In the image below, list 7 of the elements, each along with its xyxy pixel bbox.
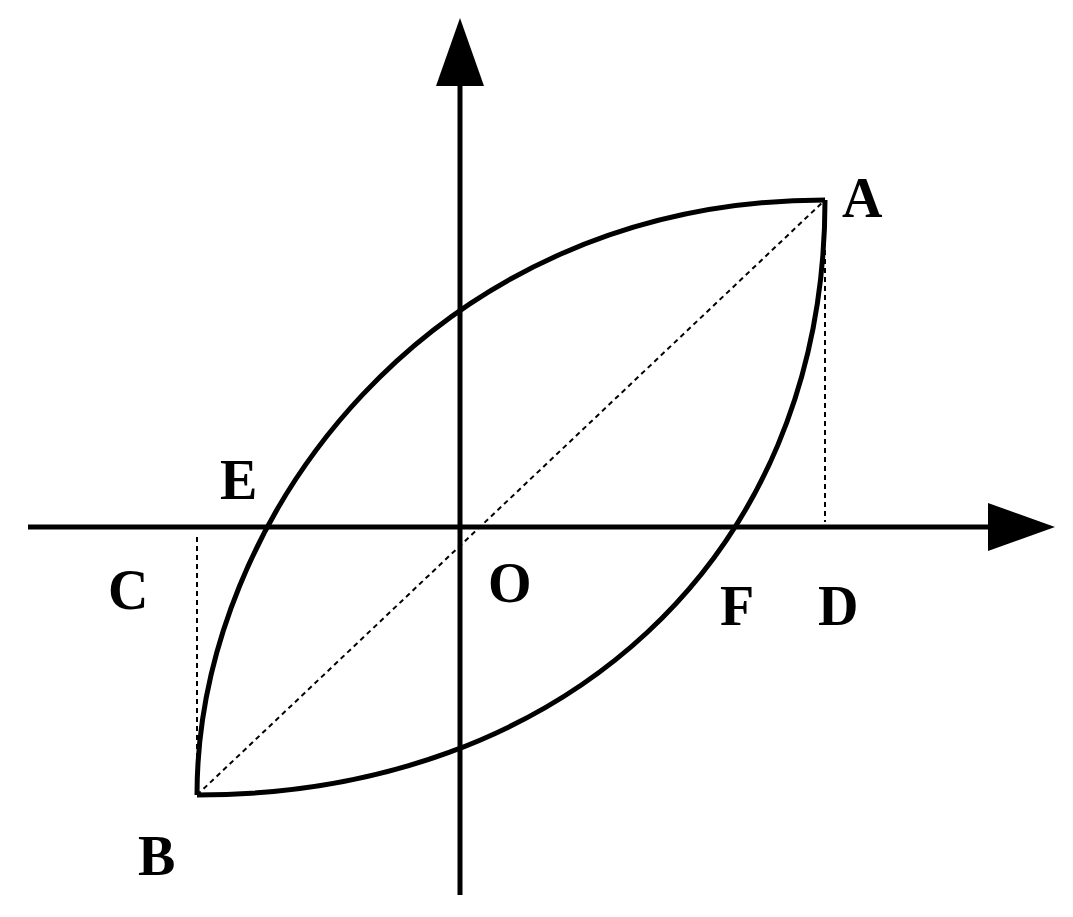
point-label: B	[138, 828, 176, 884]
point-label: C	[108, 562, 149, 618]
point-label: O	[488, 555, 532, 611]
point-label: A	[842, 170, 883, 226]
point-label: D	[818, 578, 859, 634]
point-label: F	[720, 578, 755, 634]
point-label: E	[220, 452, 258, 508]
